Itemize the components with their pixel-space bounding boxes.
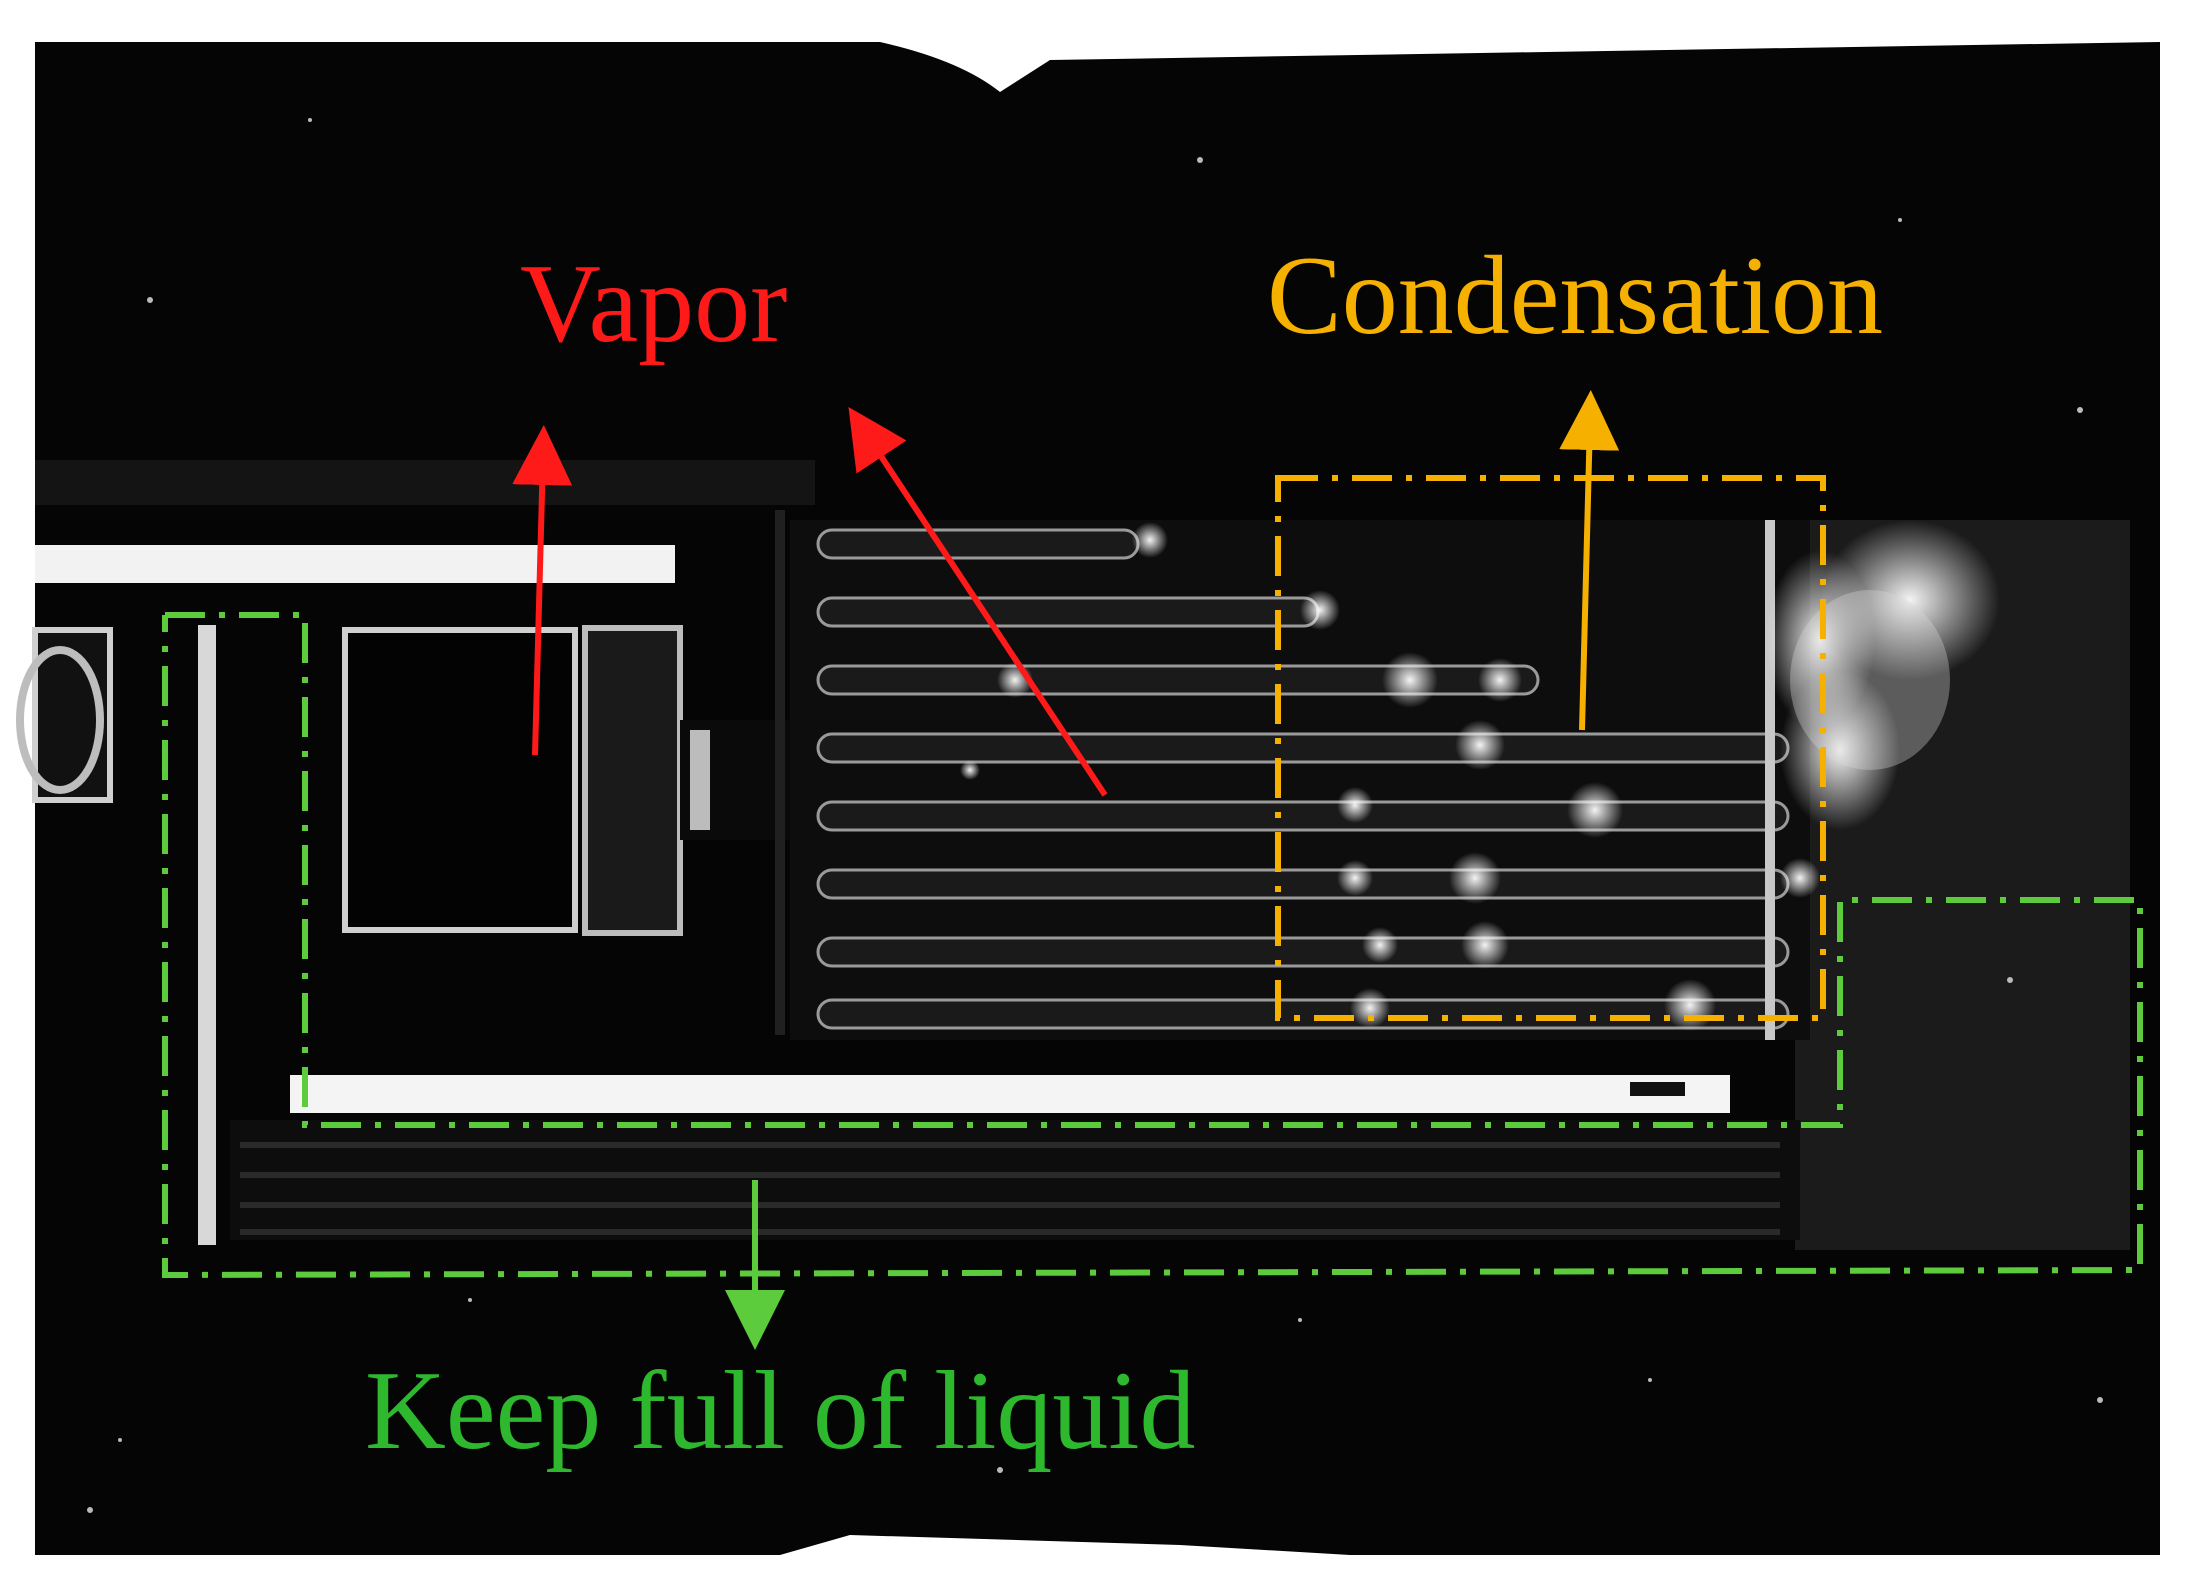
noise-specks	[87, 118, 2103, 1513]
groove-array	[790, 520, 1810, 1040]
vapor-label: Vapor	[520, 242, 788, 366]
vapor-arrow-diagonal	[848, 406, 1108, 797]
left-edge-curve	[16, 646, 104, 794]
lower-bright-slot	[1630, 1082, 1685, 1096]
connector-glow	[690, 730, 710, 830]
square-chamber	[342, 627, 578, 933]
upper-bright-channel	[35, 545, 675, 583]
condensation-label: Condensation	[1267, 234, 1883, 358]
vapor-arrow-vertical	[512, 425, 573, 756]
upper-frame-band	[35, 460, 815, 505]
keep-full-of-liquid-label: Keep full of liquid	[365, 1349, 1196, 1473]
lower-frame-band	[230, 1120, 1800, 1240]
lower-grooves	[240, 1142, 1780, 1235]
chamber-wall	[582, 625, 683, 936]
center-divider	[775, 510, 785, 1035]
condensation-arrow	[1559, 390, 1620, 731]
liquid-region-box	[162, 612, 2143, 1279]
left-vertical-channel	[198, 625, 216, 1245]
condensation-region-box	[1275, 475, 1826, 1021]
lower-bright-channel	[290, 1075, 1730, 1113]
condensate-droplets	[960, 520, 2000, 1031]
